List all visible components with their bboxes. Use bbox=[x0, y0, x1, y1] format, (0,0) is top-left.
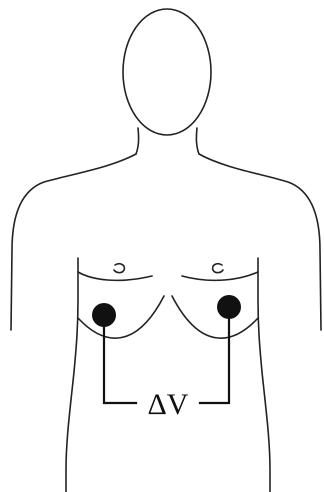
neck-left-outline bbox=[136, 128, 139, 154]
left-pectoral-line bbox=[78, 272, 152, 280]
right-shoulder-arm-outline bbox=[199, 154, 321, 330]
right-torso-side bbox=[258, 258, 270, 492]
head-outline bbox=[123, 9, 211, 135]
right-lead-wire bbox=[200, 307, 229, 403]
left-rib-line bbox=[78, 296, 164, 338]
left-nipple bbox=[114, 264, 124, 273]
right-rib-line bbox=[172, 296, 258, 338]
left-lead-wire bbox=[104, 315, 136, 403]
neck-right-outline bbox=[196, 128, 199, 154]
left-torso-side bbox=[66, 258, 78, 492]
voltage-label: ΔV bbox=[148, 388, 189, 421]
right-pectoral-line bbox=[182, 272, 258, 280]
left-shoulder-arm-outline bbox=[11, 154, 136, 330]
right-nipple bbox=[213, 264, 223, 273]
